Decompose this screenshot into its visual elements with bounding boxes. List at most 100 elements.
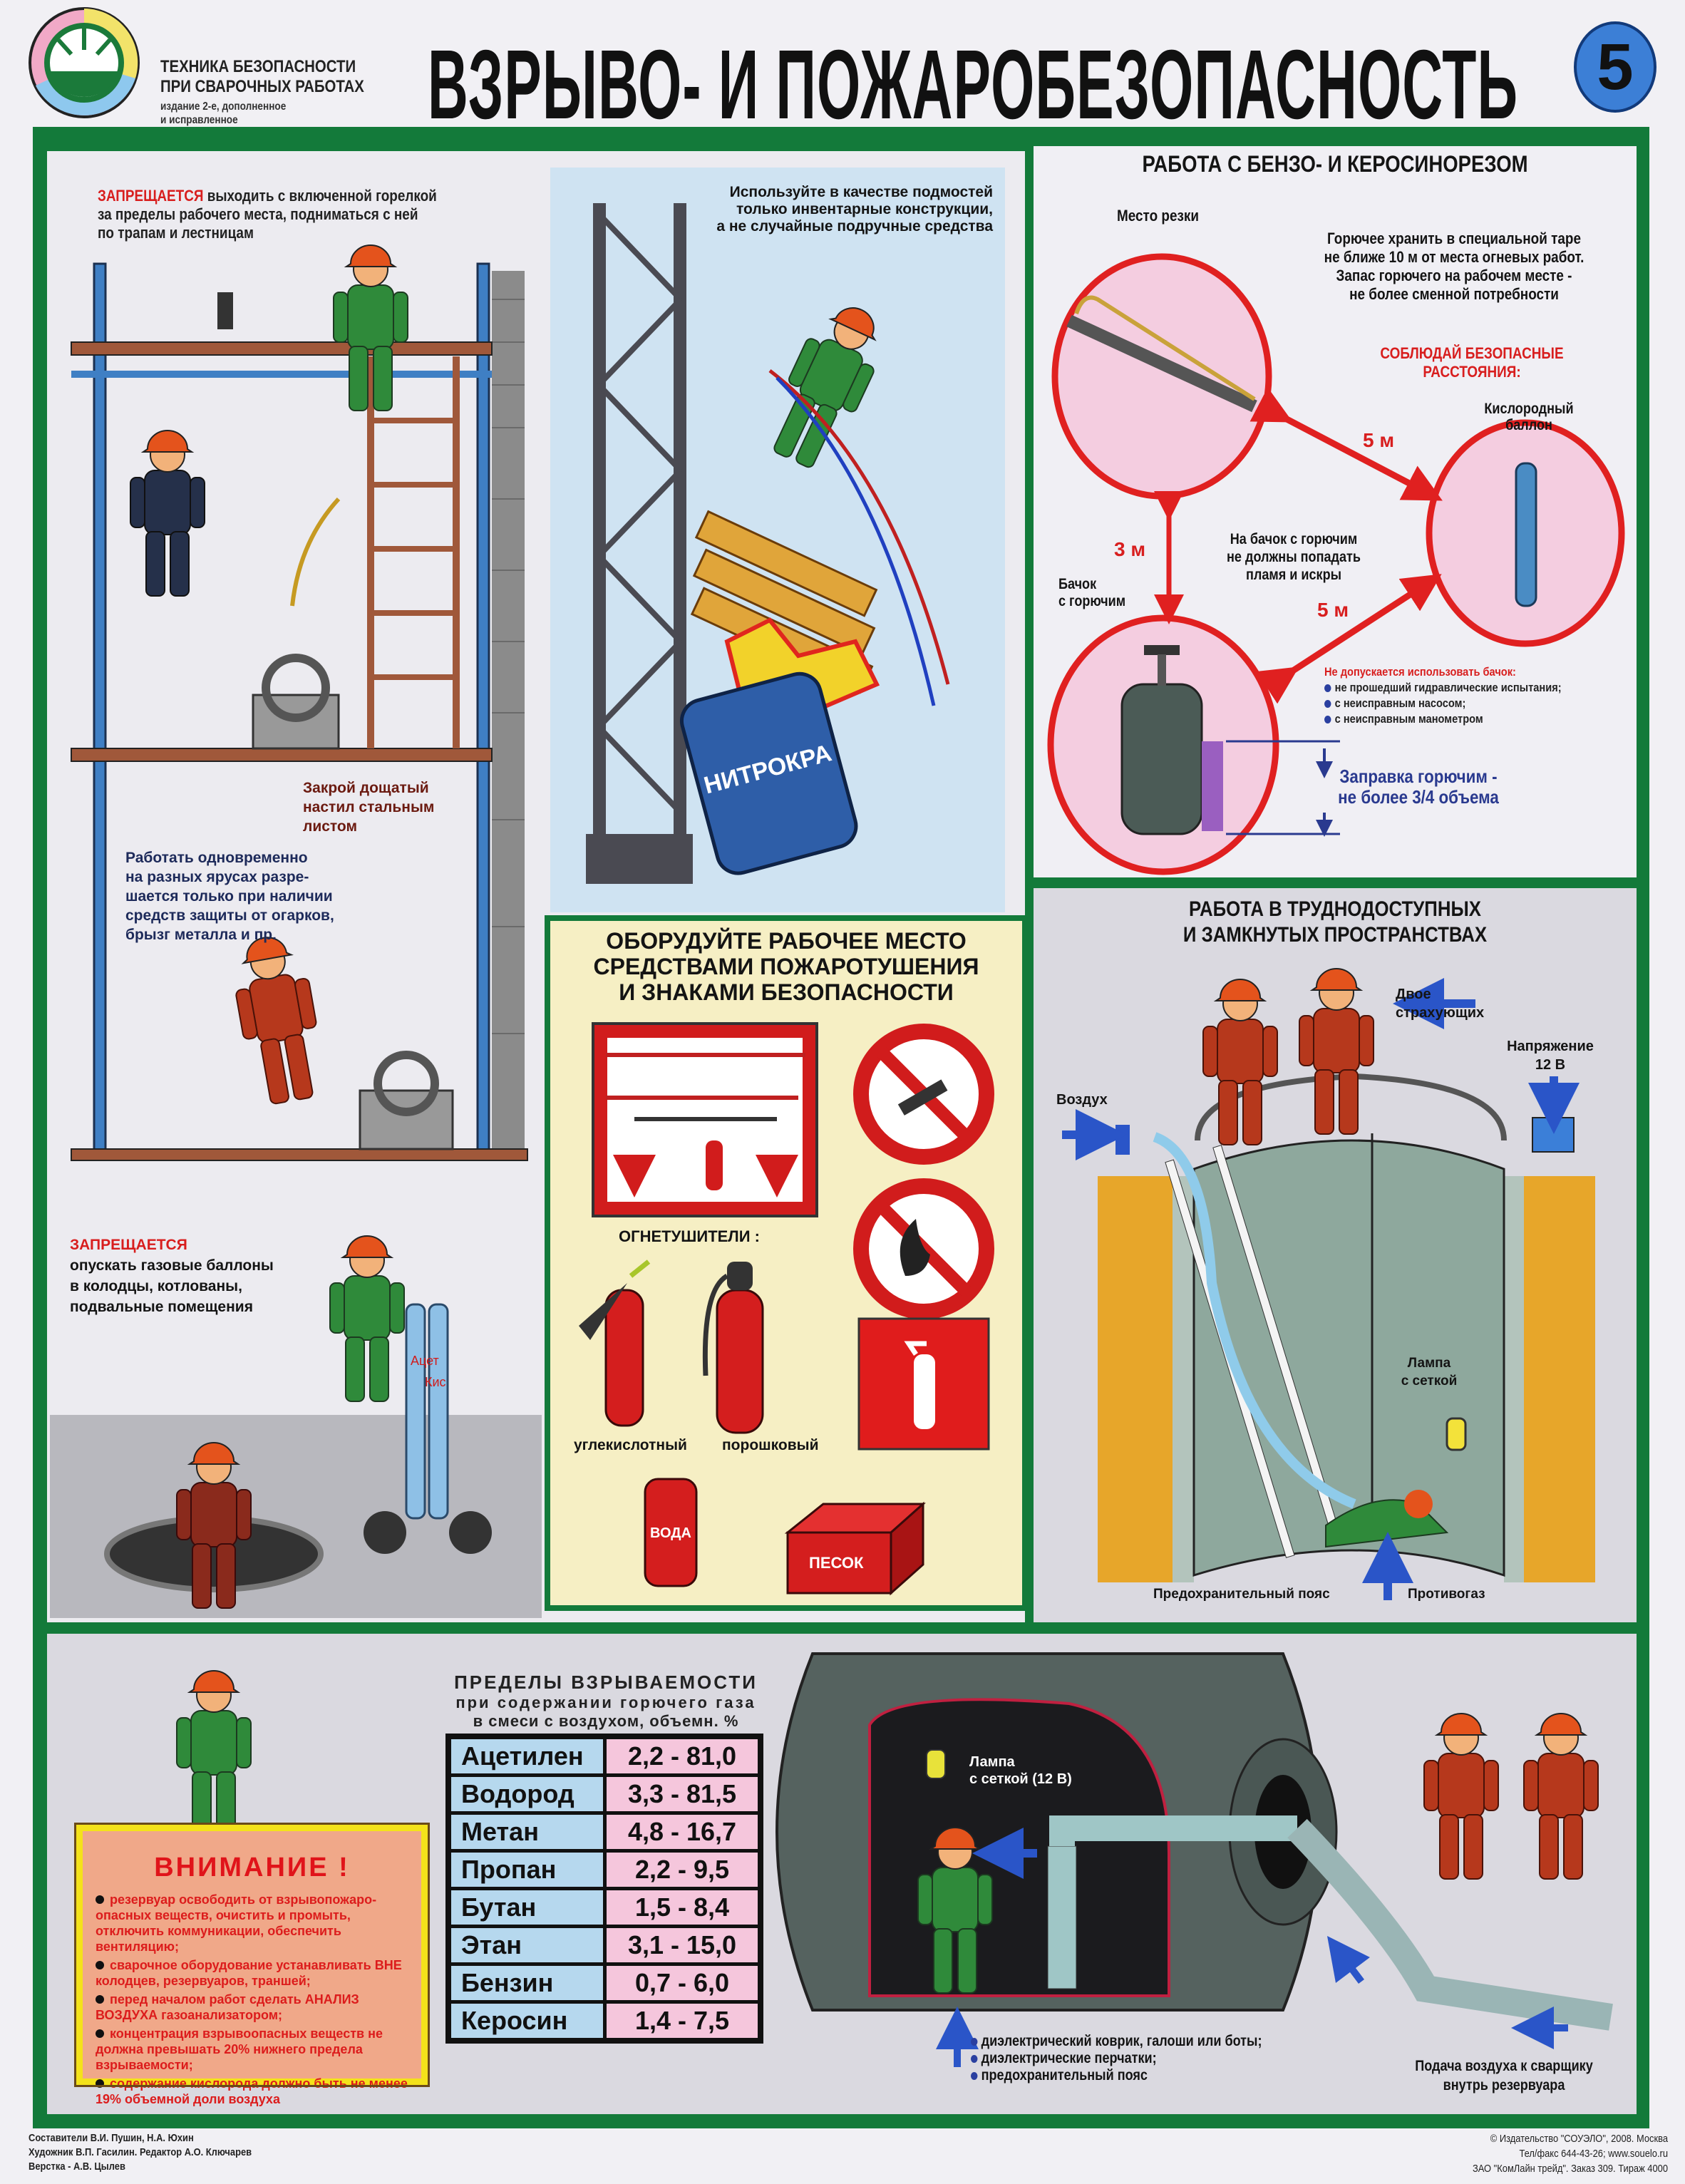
edition-note: издание 2-е, дополненное и исправленное [160,100,286,127]
attention-list: резервуар освободить от взрывопожаро-опа… [83,1892,421,2107]
title-line: И ЗАМКНУТЫХ ПРОСТРАНСТВАХ [1182,923,1488,947]
note-line: листом [303,818,358,835]
tank-restrictions: Не допускается использовать бачок: не пр… [1324,664,1562,727]
restriction-item: с неисправным насосом; [1334,696,1466,710]
note-line: средств защиты от огарков, [125,907,334,924]
sheet-number-badge: 5 [1574,21,1656,113]
cylinder-label-oxygen: Кис [425,1375,446,1389]
attention-item: резервуар освободить от взрывопожаро-опа… [96,1892,414,1954]
note-line: настил стальным [303,799,435,815]
protection-item: диэлектрические перчатки; [981,2050,1157,2066]
distance-cut-tank: 3 м [1114,538,1146,560]
water-label: ВОДА [650,1525,691,1541]
explosion-range: 2,2 - 9,5 [603,1849,763,1890]
gas-name: Бензин [446,1962,607,2004]
series-title-line: ТЕХНИКА БЕЗОПАСНОСТИ [160,57,356,76]
prohibit-keyword: ЗАПРЕЩАЕТСЯ [70,1237,187,1253]
series-title: ТЕХНИКА БЕЗОПАСНОСТИ ПРИ СВАРОЧНЫХ РАБОТ… [160,57,364,97]
explosion-limits-title: ПРЕДЕЛЫ ВЗРЫВАЕМОСТИ при содержании горю… [428,1672,784,1731]
heading-line: РАССТОЯНИЯ: [1423,363,1521,381]
note-line: только инвентарные конструкции, [736,201,993,217]
footer-publisher: © Издательство "СОУЭЛО", 2008. Москва Те… [1276,2131,1668,2176]
co2-extinguisher-icon [579,1260,651,1427]
note-line: подвальные помещения [70,1299,253,1315]
co2-extinguisher-label: углекислотный [574,1437,687,1453]
table-title-line: ПРЕДЕЛЫ ВЗРЫВАЕМОСТИ [454,1672,758,1693]
label-line: баллон [1505,417,1552,433]
attention-item: концентрация взрывоопасных веществ не до… [96,2026,414,2073]
confined-panel-title: РАБОТА В ТРУДНОДОСТУПНЫХ И ЗАМКНУТЫХ ПРО… [1076,897,1594,948]
label-line: Бачок [1058,576,1097,592]
attention-item-text: резервуар освободить от взрывопожаро-опа… [96,1892,377,1954]
gas-name: Этан [446,1925,607,1966]
explosion-range: 3,1 - 15,0 [603,1925,763,1966]
scaffold-illustration [71,244,528,1161]
fill-level-note: Заправка горючим - не более 3/4 объема [1308,766,1529,808]
note-line: шается только при наличии [125,888,333,905]
tiers-note: Работать одновременно на разных ярусах р… [125,848,334,944]
protection-item: предохранительный пояс [981,2067,1148,2083]
cut-place-label: Место резки [1117,207,1199,225]
label-line: Лампа [1407,1356,1451,1371]
prohibit-note-2: ЗАПРЕЩАЕТСЯ опускать газовые баллоны в к… [70,1235,274,1317]
cover-deck-note: Закрой дощатый настил стальным листом [303,778,434,836]
label-line: Напряжение [1507,1039,1594,1054]
gas-name: Водород [446,1773,607,1815]
note-line: не более сменной потребности [1349,285,1559,303]
extinguishers-heading: ОГНЕТУШИТЕЛИ : [619,1227,760,1245]
cylinder-label-acetylene: Ацет [411,1354,439,1368]
label-line: страхующих [1396,1005,1485,1021]
label-line: 12 В [1535,1057,1566,1073]
distance-tank-oxygen: 5 м [1317,599,1349,621]
fuel-tank-label: Бачок с горючим [1058,576,1125,610]
attention-item-text: перед началом работ сделать АНАЛИЗ ВОЗДУ… [96,1992,359,2022]
note-line: не ближе 10 м от места огневых работ. [1324,248,1584,266]
note-line: брызг металла и пр. [125,927,277,943]
protection-list: диэлектрический коврик, галоши или боты;… [971,2033,1262,2084]
gas-name: Ацетилен [446,1734,607,1777]
fuel-storage-note: Горючее хранить в специальной таре не бл… [1301,230,1607,304]
publisher-line: Тел/факс 644-43-26; www.souelo.ru [1519,2148,1668,2160]
note-line: Запас горючего на рабочем месте - [1336,267,1572,284]
publisher-logo [29,7,140,118]
prohibit-keyword: ЗАПРЕЩАЕТСЯ [98,187,204,205]
gas-name: Пропан [446,1849,607,1890]
note-line: по трапам и лестницам [98,224,254,242]
protection-item: диэлектрический коврик, галоши или боты; [981,2033,1262,2049]
attention-box: ВНИМАНИЕ ! резервуар освободить от взрыв… [74,1823,430,2106]
heading-line: СОБЛЮДАЙ БЕЗОПАСНЫЕ [1380,344,1564,362]
footer-credits: Составители В.И. Пушин, Н.А. Юхин Художн… [29,2131,252,2174]
title-line: ОБОРУДУЙТЕ РАБОЧЕЕ МЕСТО [606,928,967,954]
no-open-flame-sign-icon [853,1178,994,1319]
gas-name: Бутан [446,1887,607,1928]
gas-name: Метан [446,1811,607,1853]
attention-title: ВНИМАНИЕ ! [154,1853,350,1882]
explosion-range: 0,7 - 6,0 [603,1962,763,2004]
scaffolding-note: Используйте в качестве подмостей только … [641,184,993,235]
edition-line: издание 2-е, дополненное [160,101,287,113]
tank-lamp-label: Лампа с сеткой (12 В) [969,1753,1072,1788]
tank-illustration [1062,968,1595,1600]
label-line: Кислородный [1484,401,1574,417]
label-line: Подача воздуха к сварщику [1415,2058,1593,2074]
safety-belt-label: Предохранительный пояс [1153,1587,1330,1602]
label-line: с горючим [1058,593,1126,609]
fire-equipment-illustration [579,1022,994,1596]
table-title-line: при содержании горючего газа [455,1694,756,1711]
note-line: в колодцы, котлованы, [70,1278,242,1294]
tower-illustration: НИТРОКРА [586,203,950,884]
publisher-line: ЗАО "КомЛайн трейд". Заказ 309. Тираж 40… [1472,2163,1668,2175]
note-line: не более 3/4 объема [1338,786,1499,808]
sand-label: ПЕСОК [809,1554,864,1572]
label-line: с сеткой [1401,1374,1458,1389]
explosion-range: 2,2 - 81,0 [603,1734,763,1777]
powder-extinguisher-label: порошковый [722,1437,819,1453]
attention-item-text: концентрация взрывоопасных веществ не до… [96,2026,383,2072]
lamp-label: Лампа с сеткой [1390,1354,1468,1390]
title-line: И ЗНАКАМИ БЕЗОПАСНОСТИ [619,979,954,1005]
oxygen-cylinder-label: Кислородный баллон [1477,401,1581,433]
